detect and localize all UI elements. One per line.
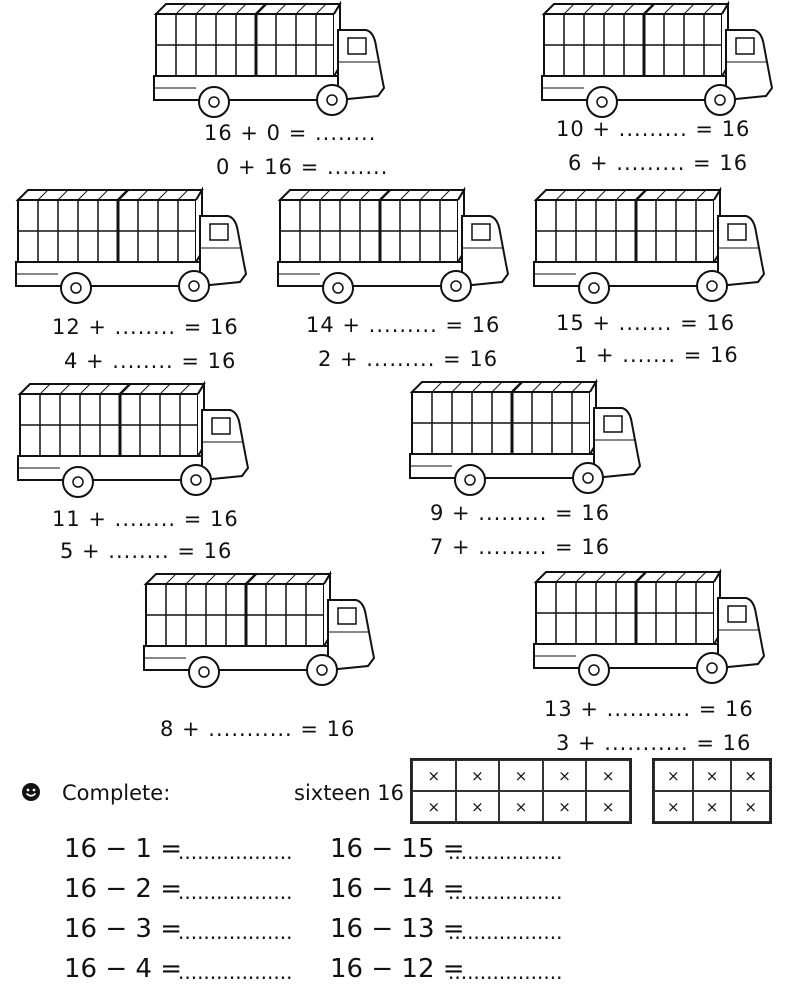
grid-cell: × [654, 760, 693, 791]
equation-1a: 16 + 0 = ........ [204, 121, 377, 145]
answer-blank[interactable]: .................. [178, 920, 293, 944]
grid-cell: × [654, 791, 693, 822]
answer-blank[interactable]: .................. [448, 880, 563, 904]
equation-2a: 10 + ......... = 16 [556, 117, 751, 141]
equation-7a: 9 + ......... = 16 [430, 501, 611, 525]
equation-5b: 1 + ....... = 16 [574, 343, 739, 367]
truck-illustration-3 [14, 188, 248, 305]
ten-frame-grid: × × × × × × × × × × [410, 758, 632, 824]
equation-9b: 3 + ........... = 16 [556, 731, 752, 755]
grid-cell: × [692, 791, 732, 822]
subtraction-left-3: 16 − 3 = [64, 914, 182, 944]
equation-7b: 7 + ......... = 16 [430, 535, 611, 559]
grid-cell: × [455, 760, 500, 791]
answer-blank[interactable]: .................. [178, 880, 293, 904]
answer-blank[interactable]: .................. [178, 960, 293, 984]
truck-illustration-2 [540, 2, 774, 119]
equation-6b: 5 + ........ = 16 [60, 539, 233, 563]
equation-5a: 15 + ....... = 16 [556, 311, 736, 335]
truck-illustration-8 [142, 572, 376, 689]
answer-blank[interactable]: .................. [448, 920, 563, 944]
grid-cell: × [499, 791, 543, 822]
sixteen-label: sixteen 16 [294, 781, 404, 805]
grid-cell: × [499, 760, 543, 791]
equation-4a: 14 + ......... = 16 [306, 313, 501, 337]
equation-3a: 12 + ........ = 16 [52, 315, 239, 339]
grid-cell: × [455, 791, 500, 822]
subtraction-right-3: 16 − 13 = [330, 914, 465, 944]
grid-cell: × [731, 791, 770, 822]
truck-illustration-6 [16, 382, 250, 499]
subtraction-right-1: 16 − 15 = [330, 834, 465, 864]
grid-cell: × [412, 760, 456, 791]
six-frame-grid: × × × × × × [652, 758, 772, 824]
grid-cell: × [542, 791, 587, 822]
subtraction-left-1: 16 − 1 = [64, 834, 182, 864]
truck-illustration-5 [532, 188, 766, 305]
subtraction-right-4: 16 − 12 = [330, 954, 465, 984]
subtraction-left-4: 16 − 4 = [64, 954, 182, 984]
answer-blank[interactable]: .................. [448, 960, 563, 984]
truck-illustration-1 [152, 2, 386, 119]
equation-2b: 6 + ......... = 16 [568, 151, 749, 175]
equation-4b: 2 + ......... = 16 [318, 347, 499, 371]
equation-1b: 0 + 16 = ........ [216, 155, 389, 179]
equation-9a: 13 + ........... = 16 [544, 697, 754, 721]
smiley-icon [22, 783, 40, 801]
subtraction-left-2: 16 − 2 = [64, 874, 182, 904]
complete-label: Complete: [62, 781, 171, 805]
equation-3b: 4 + ........ = 16 [64, 349, 237, 373]
grid-cell: × [586, 791, 630, 822]
truck-illustration-7 [408, 380, 642, 497]
equation-6a: 11 + ........ = 16 [52, 507, 239, 531]
grid-cell: × [542, 760, 587, 791]
grid-cell: × [412, 791, 456, 822]
truck-illustration-4 [276, 188, 510, 305]
answer-blank[interactable]: .................. [178, 840, 293, 864]
equation-8a: 8 + ........... = 16 [160, 717, 356, 741]
grid-cell: × [586, 760, 630, 791]
truck-illustration-9 [532, 570, 766, 687]
grid-cell: × [692, 760, 732, 791]
answer-blank[interactable]: .................. [448, 840, 563, 864]
subtraction-right-2: 16 − 14 = [330, 874, 465, 904]
grid-cell: × [731, 760, 770, 791]
